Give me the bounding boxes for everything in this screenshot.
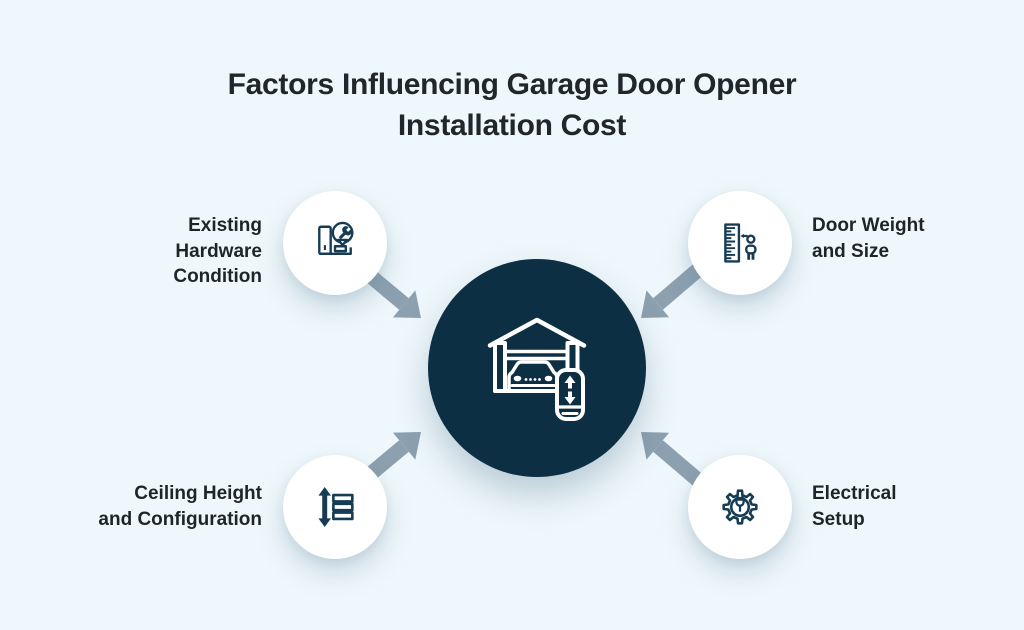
up-down-arrows-icon — [564, 375, 576, 405]
garage-smart-opener-icon — [487, 317, 587, 421]
ceiling-height-icon — [318, 486, 354, 528]
page-title: Factors Influencing Garage Door Opener I… — [227, 68, 797, 142]
arrow-top-right — [641, 263, 704, 318]
factor-circle-electrical-setup — [688, 455, 792, 559]
gear-plug-icon — [722, 489, 758, 525]
hardware-wrench-icon — [318, 221, 354, 256]
arrow-bottom-right — [641, 432, 704, 487]
factor-label-existing-hardware-condition: Existing Hardware Condition — [173, 215, 262, 287]
center-circle — [428, 259, 646, 477]
factor-circle-door-weight-and-size — [688, 191, 792, 295]
factor-label-door-weight-and-size: Door Weight and Size — [812, 215, 925, 262]
factor-circle-ceiling-height-and-configuration — [283, 455, 387, 559]
factor-circle-existing-hardware-condition — [283, 191, 387, 295]
ruler-height-icon — [724, 223, 757, 263]
factor-label-ceiling-height-and-configuration: Ceiling Height and Configuration — [98, 483, 262, 530]
factor-label-electrical-setup: Electrical Setup — [812, 483, 897, 530]
